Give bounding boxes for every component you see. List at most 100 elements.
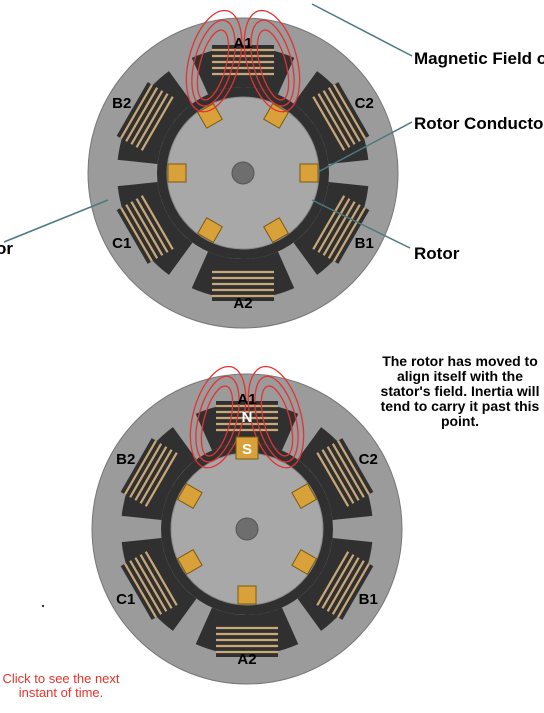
rotor-conductor-callout-line	[317, 121, 413, 173]
rotor-south-label: S	[242, 441, 252, 458]
stator-pole	[120, 537, 197, 631]
stray-dot	[42, 605, 44, 607]
stator-pole	[293, 71, 370, 165]
coil-winding	[129, 443, 163, 498]
pole-label-b2: B2	[112, 95, 131, 112]
stator-pole	[116, 71, 193, 165]
field-line	[250, 19, 295, 107]
coil-winding	[331, 443, 365, 498]
coil-winding	[327, 204, 361, 259]
coil-winding	[312, 96, 346, 151]
coil-winding	[333, 84, 366, 139]
coil-winding	[337, 563, 370, 618]
pole-label-c2: C2	[359, 451, 378, 468]
rotor-conductor	[176, 549, 203, 575]
field-line	[196, 29, 230, 101]
coil-winding	[135, 93, 169, 148]
stator-label: or	[0, 239, 13, 258]
coil-winding	[327, 87, 361, 142]
coil-winding	[322, 90, 356, 145]
stator-pole	[195, 401, 299, 451]
rotor-conductor	[237, 585, 257, 605]
rotor-conductor	[176, 483, 203, 509]
rotor-conductor	[197, 102, 223, 129]
field-line	[191, 19, 236, 107]
coil-winding	[134, 446, 168, 501]
pole-label-c2: C2	[355, 95, 374, 112]
rotor-shaft	[231, 161, 255, 185]
coil-winding	[144, 551, 178, 606]
field-line	[189, 365, 247, 469]
coil-winding	[124, 440, 157, 495]
coil-winding	[321, 554, 355, 609]
stator-callout-line	[3, 199, 109, 243]
field-line	[195, 375, 240, 463]
coil-winding	[129, 560, 163, 615]
rotor-conductor	[197, 217, 223, 244]
magnetic-field-lines	[189, 365, 305, 469]
stator-pole	[195, 607, 299, 657]
coil-winding	[130, 201, 164, 256]
pole-label-a2: A2	[233, 295, 252, 312]
rotor-south-conductor	[235, 436, 259, 460]
pole-label-b1: B1	[355, 235, 374, 252]
pole-label-c1: C1	[116, 591, 135, 608]
coil-winding	[312, 195, 346, 250]
coil-winding	[316, 452, 350, 507]
coil-winding	[139, 554, 173, 609]
coil-winding	[326, 446, 360, 501]
coil-winding	[322, 201, 356, 256]
coil-winding	[140, 195, 174, 250]
coil-winding	[321, 449, 355, 504]
stator-pole	[120, 427, 197, 521]
coil-winding	[120, 84, 153, 139]
stator-north-label: N	[242, 409, 253, 426]
pole-label-b1: B1	[359, 591, 378, 608]
field-line	[243, 9, 301, 113]
pole-label-a1: A1	[237, 391, 256, 408]
stator-pole	[191, 251, 295, 301]
coil-winding	[130, 90, 164, 145]
coil-winding	[125, 204, 159, 259]
rotor-shaft	[235, 517, 259, 541]
rotor-callout-line	[311, 199, 411, 249]
coil-winding	[326, 557, 360, 612]
pole-label-a1: A1	[233, 35, 252, 52]
magnetic-field-callout-line	[311, 3, 413, 57]
stator-pole	[293, 181, 370, 275]
magnetic-field-lines	[185, 9, 301, 113]
coil-winding	[140, 96, 174, 151]
coil-winding	[144, 452, 178, 507]
coil-winding	[139, 449, 173, 504]
coil-winding	[124, 563, 157, 618]
coil-winding	[333, 207, 366, 262]
rotor-conductor	[263, 102, 289, 129]
pole-label-c1: C1	[112, 235, 131, 252]
coil-winding	[337, 440, 370, 495]
coil-winding	[134, 557, 168, 612]
coil-winding	[317, 198, 351, 253]
field-line	[254, 375, 299, 463]
coil-winding	[316, 551, 350, 606]
stator-pole	[297, 537, 374, 631]
field-line	[247, 365, 305, 469]
field-line	[185, 9, 243, 113]
rotor-label: Rotor	[414, 244, 460, 263]
pole-label-b2: B2	[116, 451, 135, 468]
coil-winding	[120, 207, 153, 262]
coil-winding	[331, 560, 365, 615]
rotor-conductor	[291, 483, 318, 509]
coil-winding	[317, 93, 351, 148]
stator-pole	[191, 45, 295, 95]
next-instant-link[interactable]: Click to see the next instant of time.	[2, 671, 120, 700]
rotor-conductor	[299, 163, 319, 183]
rotor-conductor	[291, 549, 318, 575]
coil-winding	[125, 87, 159, 142]
stator-pole	[297, 427, 374, 521]
stator-pole	[116, 181, 193, 275]
pole-label-a2: A2	[237, 651, 256, 668]
field-line	[260, 385, 294, 457]
